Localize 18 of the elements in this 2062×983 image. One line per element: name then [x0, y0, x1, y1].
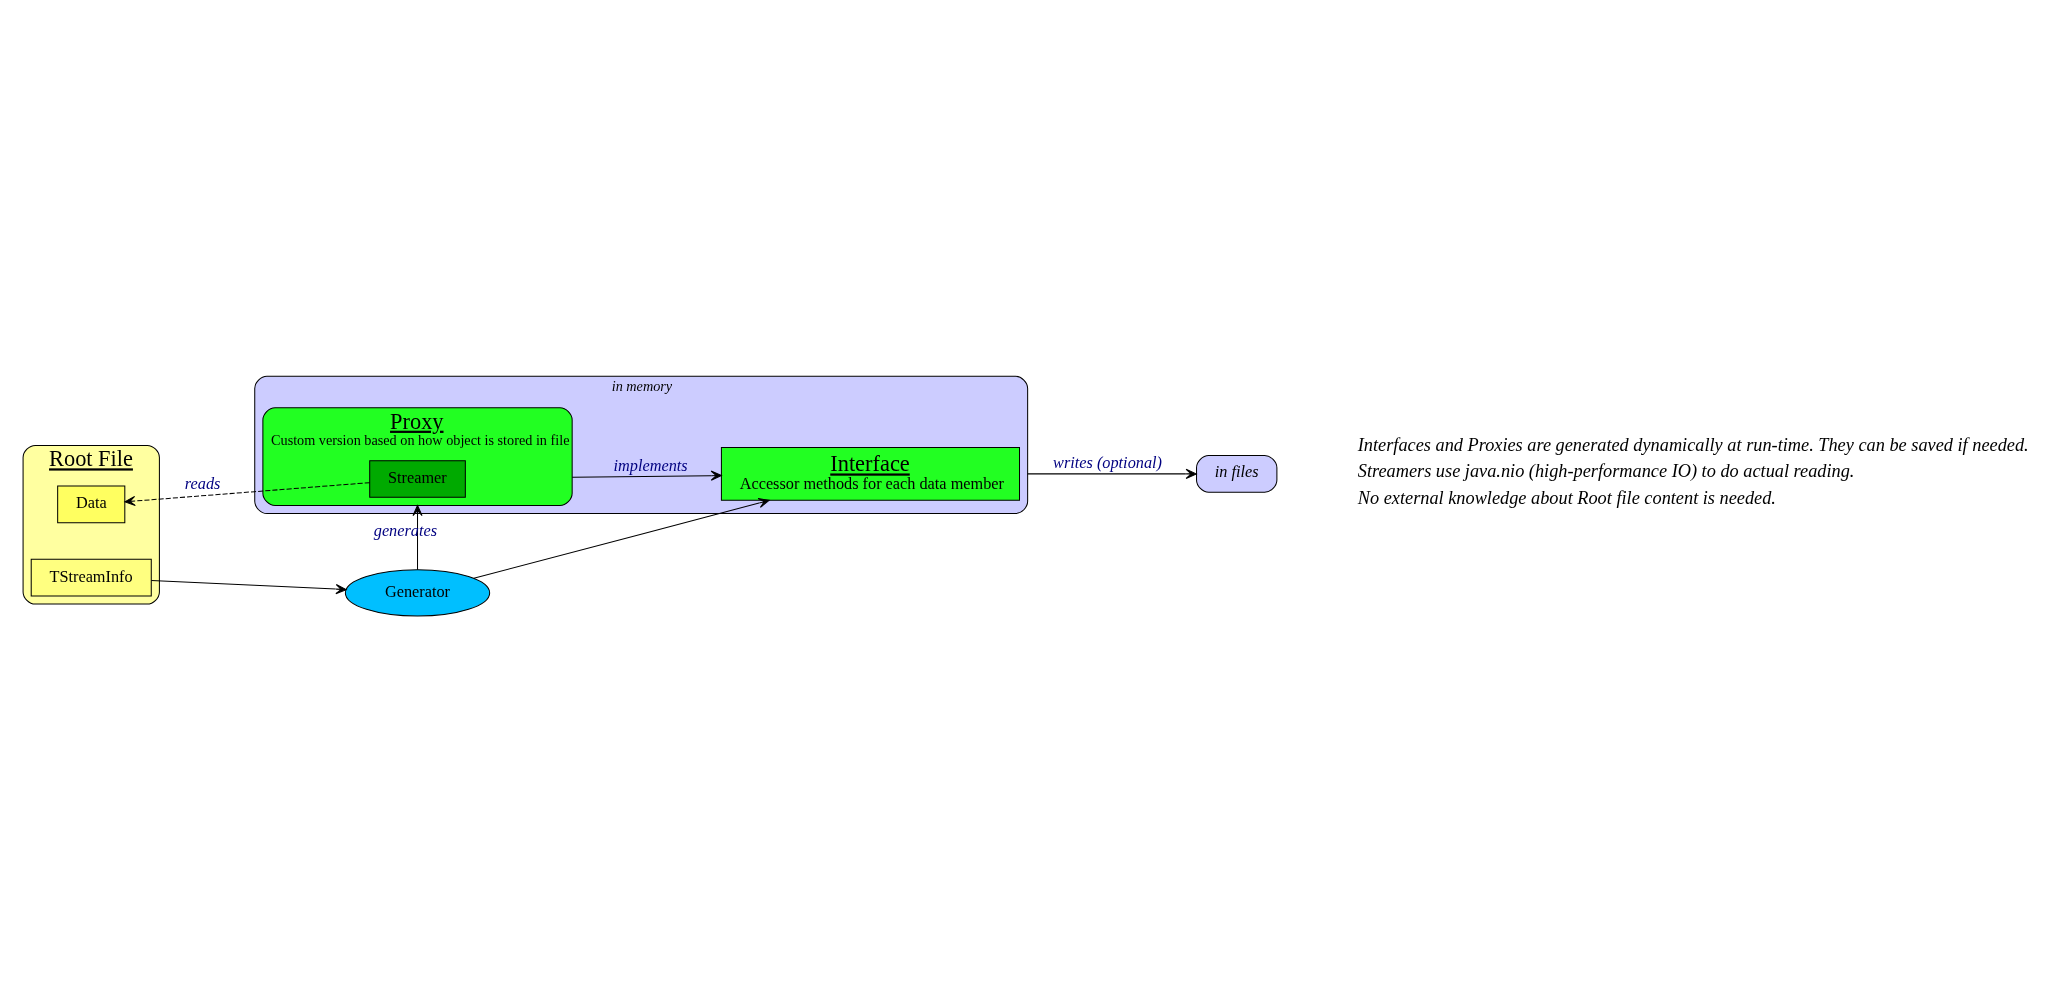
node-box: Streamer — [368, 459, 466, 498]
node-ellipse: Generator — [344, 568, 490, 617]
label: Interfaces and Proxies are generated dynamically at run-time. They can be saved if needed. — [1357, 434, 2029, 455]
node-box: TStreamInfo — [30, 558, 152, 596]
arrow — [472, 497, 770, 579]
edge-label: reads — [184, 474, 220, 493]
label: No external knowledge about Root file content is needed. — [1357, 487, 1776, 508]
node-box: Data — [56, 485, 125, 523]
arrow — [411, 504, 423, 570]
node-box: Interface Accessor methods for each data member — [720, 446, 1020, 501]
node-box: in files — [1195, 454, 1277, 493]
arrow — [150, 579, 347, 594]
arrow — [123, 481, 370, 506]
arrow — [571, 470, 722, 481]
edge-label: implements — [613, 456, 688, 475]
edge-label: writes (optional) — [1052, 453, 1162, 472]
arrow — [1026, 468, 1197, 479]
label: Streamers use java.nio (high-performance IO) to do actual reading. — [1357, 460, 1854, 481]
